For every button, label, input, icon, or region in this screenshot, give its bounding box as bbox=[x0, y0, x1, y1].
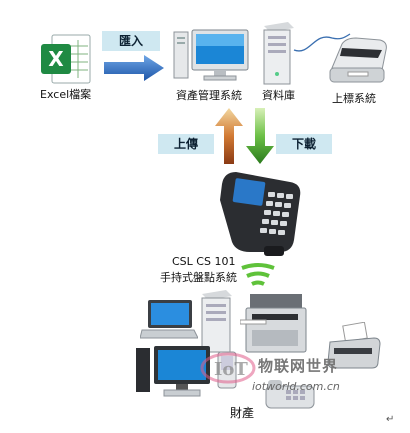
wireless-signal-icon bbox=[241, 263, 275, 286]
import-badge: 匯入 bbox=[102, 31, 160, 51]
import-arrow-icon bbox=[104, 55, 164, 81]
label-printer-icon bbox=[329, 37, 387, 83]
excel-file-label: Excel檔案 bbox=[40, 88, 92, 101]
device-model-label: CSL CS 101 bbox=[172, 255, 236, 268]
excel-file-icon: X bbox=[41, 34, 91, 84]
multifunction-printer-icon bbox=[240, 294, 307, 353]
svg-text:IoT: IoT bbox=[214, 359, 248, 380]
inkjet-printer-icon bbox=[327, 322, 381, 369]
watermark-logo-icon: IoT bbox=[200, 352, 256, 384]
desktop-computer-icon bbox=[136, 346, 210, 397]
laptop-icon bbox=[140, 300, 198, 339]
asset-management-computer-icon bbox=[173, 29, 249, 81]
download-badge: 下載 bbox=[276, 134, 332, 154]
database-server-icon bbox=[263, 22, 294, 85]
connection-cable bbox=[293, 33, 351, 52]
return-mark: ↵ bbox=[386, 414, 395, 425]
watermark-text: 物联网世界 bbox=[258, 357, 339, 375]
handheld-scanner-icon bbox=[220, 172, 301, 256]
download-arrow-icon bbox=[246, 108, 274, 164]
label-system-label: 上標系統 bbox=[332, 92, 376, 105]
upload-badge: 上傳 bbox=[158, 134, 214, 154]
database-label: 資料庫 bbox=[262, 89, 295, 102]
server-tower-icon bbox=[201, 290, 232, 353]
asset-management-label: 資產管理系統 bbox=[176, 89, 242, 102]
watermark-url: iotworld.com.cn bbox=[252, 380, 340, 393]
assets-label: 財產 bbox=[230, 406, 255, 420]
upload-arrow-icon bbox=[215, 108, 243, 164]
device-description-label: 手持式盤點系統 bbox=[160, 271, 237, 284]
mobile-phone-icon bbox=[217, 351, 237, 389]
svg-text:X: X bbox=[48, 47, 64, 71]
office-telephone-icon bbox=[265, 380, 315, 409]
